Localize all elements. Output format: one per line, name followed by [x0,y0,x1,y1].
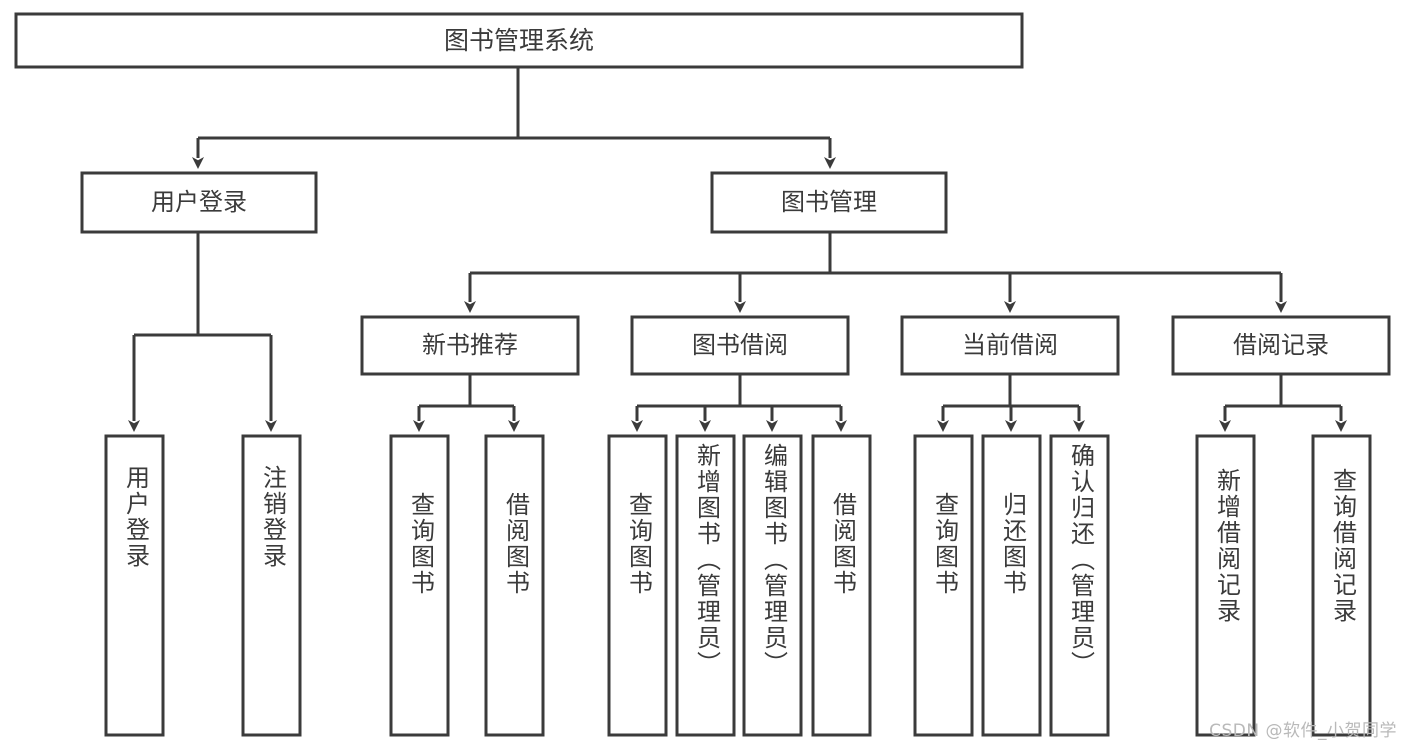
node-box-leaf-6[interactable] [675,434,736,737]
node-label-new-book-recommend: 新书推荐 [422,331,518,359]
node-box-leaf-10[interactable] [981,434,1042,737]
node-box-leaf-3[interactable] [389,434,450,737]
node-box-leaf-8[interactable] [811,434,872,737]
node-box-leaf-2[interactable] [241,434,302,737]
watermark-text: CSDN @软件_小贺同学 [1209,721,1397,741]
node-box-leaf-5[interactable] [607,434,668,737]
node-box-root[interactable] [14,12,1024,69]
node-label-book-manage: 图书管理 [781,188,877,216]
node-boxes: 图书管理系统 用户登录 图书管理 新书推荐 图书借阅 当前借阅 借阅记录 [14,12,1391,737]
node-box-leaf-4[interactable] [484,434,545,737]
node-label-root: 图书管理系统 [444,26,594,55]
node-box-current-borrow[interactable] [900,315,1120,376]
node-label-borrow-record: 借阅记录 [1233,331,1329,359]
node-box-leaf-11[interactable] [1049,434,1110,737]
node-box-leaf-13[interactable] [1311,434,1372,737]
node-box-user-login[interactable] [80,171,318,234]
node-box-new-book-recommend[interactable] [360,315,580,376]
node-box-leaf-12[interactable] [1195,434,1256,737]
node-label-current-borrow: 当前借阅 [962,331,1058,359]
node-box-book-manage[interactable] [710,171,948,234]
node-box-leaf-7[interactable] [742,434,803,737]
node-box-leaf-1[interactable] [104,434,165,737]
node-box-book-borrow[interactable] [630,315,850,376]
node-label-user-login: 用户登录 [151,188,247,216]
node-label-book-borrow: 图书借阅 [692,331,788,359]
connectors [128,67,1347,432]
node-box-borrow-record[interactable] [1171,315,1391,376]
node-box-leaf-9[interactable] [913,434,974,737]
